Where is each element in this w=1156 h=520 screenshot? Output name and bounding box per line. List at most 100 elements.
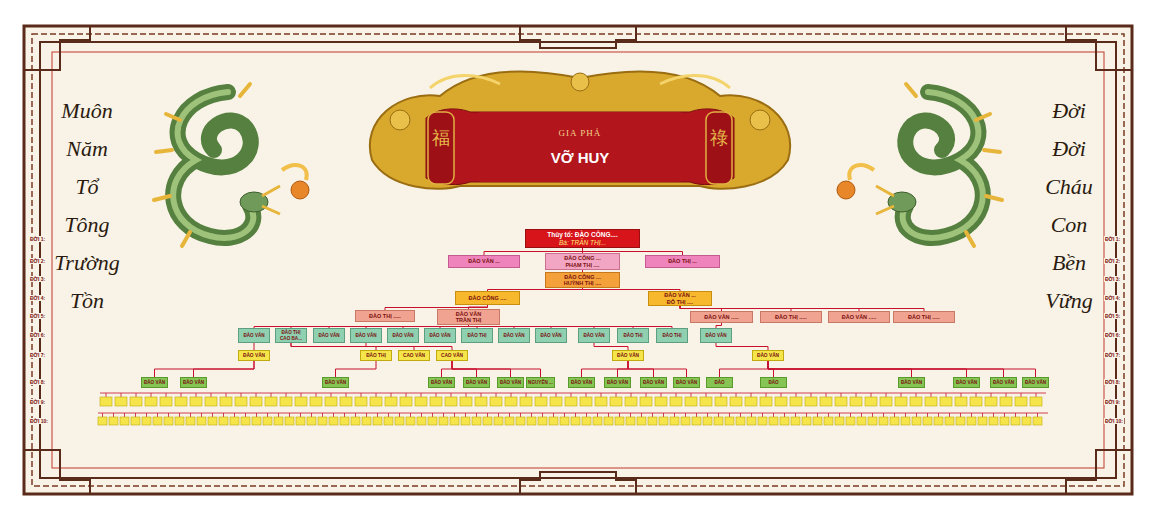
descendant-box — [970, 397, 982, 406]
descendant-box — [758, 417, 767, 425]
descendant-box — [208, 417, 217, 425]
descendant-box — [472, 417, 481, 425]
person-name: ĐÀO THỊ — [663, 333, 682, 338]
descendant-line — [806, 413, 807, 417]
person-box: CAO VĂN — [436, 350, 468, 361]
descendant-line — [575, 413, 576, 417]
descendant-line — [861, 413, 862, 417]
person-box: ĐÀO THỊ — [360, 350, 392, 361]
descendant-box — [923, 417, 932, 425]
lineage-line — [716, 343, 768, 350]
descendant-box — [824, 417, 833, 425]
descendant-line — [729, 413, 730, 417]
descendant-line — [856, 393, 857, 397]
person-box: ĐÀO THỊCAO BA... — [275, 328, 307, 343]
title-banner: GIA PHẢVỠ HUY — [470, 112, 690, 182]
descendant-box — [978, 417, 987, 425]
descendant-line — [691, 393, 692, 397]
descendant-line — [971, 413, 972, 417]
descendant-box — [296, 417, 305, 425]
person-box: ĐÀO VĂN ..... — [690, 311, 753, 323]
descendant-box — [220, 397, 232, 406]
descendant-box — [516, 417, 525, 425]
descendant-line — [399, 413, 400, 417]
generation-label: ĐỜI 5: — [1104, 313, 1121, 319]
descendant-box — [805, 397, 817, 406]
descendant-line — [960, 413, 961, 417]
descendant-box — [813, 417, 822, 425]
descendant-line — [718, 413, 719, 417]
descendant-line — [196, 393, 197, 397]
person-box: ĐÀO VĂN — [1022, 377, 1049, 388]
descendant-box — [940, 397, 952, 406]
descendant-box — [857, 417, 866, 425]
person-name: ĐÀO VĂN — [757, 353, 779, 359]
descendant-box — [835, 417, 844, 425]
person-name: Thủy tổ: ĐÀO CÔNG.... — [547, 231, 617, 238]
lineage-line — [194, 361, 255, 377]
generation-label: ĐỜI 9: — [29, 399, 46, 405]
person-name: ĐÀO VĂN — [993, 380, 1014, 385]
descendant-box — [395, 417, 404, 425]
generation-label: ĐỜI 7: — [1104, 352, 1121, 358]
descendant-line — [641, 413, 642, 417]
descendant-box — [775, 397, 787, 406]
descendant-box — [230, 417, 239, 425]
person-name: ĐÀO VĂN — [617, 353, 639, 359]
person-name: ĐÀO VĂN — [466, 380, 487, 385]
person-name: ĐÀO CÔNG .... — [469, 295, 507, 301]
descendant-box — [714, 417, 723, 425]
descendant-box — [160, 397, 172, 406]
generation-label: ĐỜI 3: — [29, 276, 46, 282]
descendant-line — [740, 413, 741, 417]
descendant-line — [211, 393, 212, 397]
spouse-name: ĐỖ THỊ .... — [667, 299, 693, 305]
descendant-line — [616, 393, 617, 397]
descendant-box — [967, 417, 976, 425]
person-box: ĐÀO THỊ — [461, 328, 493, 343]
descendant-line — [916, 393, 917, 397]
descendant-box — [109, 417, 118, 425]
descendant-line — [331, 393, 332, 397]
descendant-box — [791, 417, 800, 425]
descendant-line — [541, 393, 542, 397]
descendant-box — [640, 397, 652, 406]
person-box: CAO VĂN — [398, 350, 430, 361]
descendant-line — [872, 413, 873, 417]
descendant-box — [868, 417, 877, 425]
descendant-line — [226, 393, 227, 397]
lineage-line — [628, 361, 687, 377]
descendant-line — [886, 393, 887, 397]
descendant-line — [366, 413, 367, 417]
person-box: ĐÀO VĂN — [990, 377, 1017, 388]
descendant-line — [346, 393, 347, 397]
descendant-line — [828, 413, 829, 417]
descendant-line — [201, 413, 202, 417]
descendant-line — [811, 393, 812, 397]
person-box: ĐÀO CÔNG ...PHẠM THỊ .... — [545, 253, 620, 270]
descendant-box — [430, 397, 442, 406]
descendant-line — [301, 393, 302, 397]
person-box: ĐÀO VĂN — [898, 377, 925, 388]
descendant-box — [560, 417, 569, 425]
descendant-box — [252, 417, 261, 425]
lineage-line — [442, 361, 453, 377]
descendant-line — [531, 413, 532, 417]
descendant-line — [927, 413, 928, 417]
descendant-box — [460, 397, 472, 406]
descendant-line — [100, 393, 1046, 394]
descendant-box — [565, 397, 577, 406]
person-box: ĐÀO VĂN — [498, 328, 530, 343]
paper-ground — [24, 26, 1132, 494]
person-box: ĐÀO VĂN — [752, 350, 784, 361]
person-box: ĐÀO VĂN — [424, 328, 456, 343]
descendant-box — [769, 417, 778, 425]
descendant-line — [267, 413, 268, 417]
person-name: ĐÀO THỊ ..... — [908, 314, 940, 320]
descendant-line — [520, 413, 521, 417]
descendant-line — [355, 413, 356, 417]
key-band — [32, 34, 1124, 486]
descendant-box — [681, 417, 690, 425]
descendant-line — [421, 393, 422, 397]
descendant-line — [376, 393, 377, 397]
